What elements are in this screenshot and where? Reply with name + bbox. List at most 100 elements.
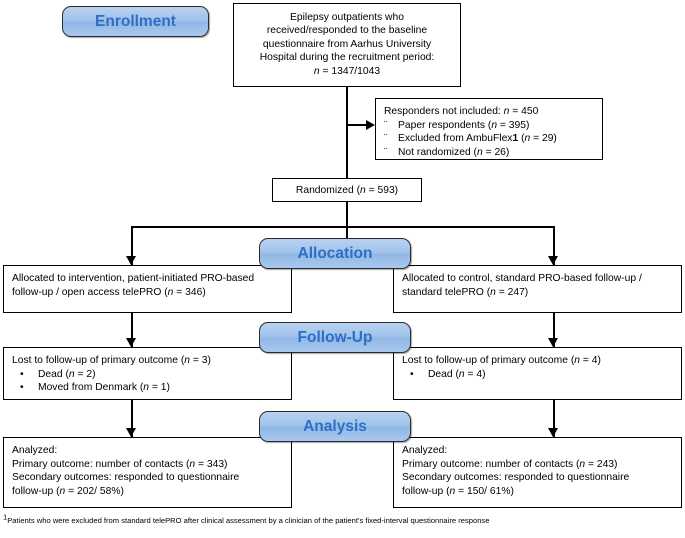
fu-left-item-1-n: n bbox=[143, 382, 150, 394]
source-line-4: Hospital during the recruitment period: bbox=[259, 52, 435, 64]
box-analysis-control: Analyzed: Primary outcome: number of con… bbox=[393, 437, 682, 508]
arrow-fu-left bbox=[126, 338, 136, 347]
alloc-right-value: = 247) bbox=[495, 286, 529, 298]
an-right-line-2-value: = 243) bbox=[585, 458, 618, 470]
excluded-heading-value: = 450 bbox=[509, 106, 539, 117]
list-item: • Dead (n = 4) bbox=[402, 368, 673, 382]
arrow-analysis-left bbox=[126, 428, 136, 437]
excluded-item-1-n: n bbox=[524, 133, 531, 145]
stage-banner-analysis-label: Analysis bbox=[303, 418, 367, 435]
bullet-marker-icon: ¨ bbox=[384, 119, 388, 131]
excluded-item-1-value: = 29) bbox=[530, 133, 557, 145]
excluded-item-1-superscript: 1 bbox=[512, 133, 519, 145]
stage-banner-followup: Follow-Up bbox=[259, 322, 411, 353]
excluded-item-1-mid: ( bbox=[518, 133, 525, 145]
list-item: • Dead (n = 2) bbox=[12, 368, 283, 382]
an-left-line-1: Analyzed: bbox=[12, 445, 58, 456]
connector-fu-to-analysis-left bbox=[131, 400, 133, 437]
excluded-item-0-label: Paper respondents ( bbox=[398, 119, 492, 131]
excluded-item-1-label: Excluded from AmbuFlex bbox=[398, 133, 513, 145]
connector-split-right-drop bbox=[553, 226, 555, 265]
an-left-line-4-value: = 202/ 58%) bbox=[65, 485, 124, 497]
list-item: ¨ Excluded from AmbuFlex1 (n = 29) bbox=[384, 132, 596, 146]
alloc-left-n: n bbox=[167, 286, 174, 298]
source-line-1: Epilepsy outpatients who bbox=[290, 12, 404, 23]
an-right-line-3: Secondary outcomes: responded to questio… bbox=[402, 472, 630, 484]
connector-split-left-drop bbox=[131, 226, 133, 265]
alloc-left-value: = 346) bbox=[173, 286, 206, 298]
an-left-line-3: Secondary outcomes: responded to questio… bbox=[12, 472, 240, 484]
connector-alloc-to-fu-left bbox=[131, 313, 133, 347]
an-right-line-4-n: n bbox=[449, 485, 456, 497]
randomized-n: n bbox=[360, 185, 366, 196]
an-left-line-2-value: = 343) bbox=[195, 458, 228, 470]
an-right-line-4: follow-up ( bbox=[402, 485, 450, 497]
randomized-value: = 593) bbox=[365, 185, 399, 196]
excluded-heading-text: Responders not included: bbox=[384, 106, 504, 117]
box-followup-intervention: Lost to follow-up of primary outcome (n … bbox=[3, 347, 292, 400]
arrow-alloc-left bbox=[126, 256, 136, 265]
alloc-left-line-2: follow-up / open access telePRO ( bbox=[12, 286, 168, 298]
list-item: ¨ Paper respondents (n = 395) bbox=[384, 119, 596, 133]
source-line-3: questionnaire from Aarhus University bbox=[262, 38, 432, 50]
an-left-line-4: follow-up ( bbox=[12, 485, 60, 497]
fu-left-item-0-n: n bbox=[68, 368, 75, 380]
fu-right-item-0-n: n bbox=[458, 368, 465, 380]
box-allocation-control: Allocated to control, standard PRO-based… bbox=[393, 265, 682, 313]
arrow-fu-right bbox=[548, 338, 558, 347]
excluded-item-0-value: = 395) bbox=[497, 119, 530, 131]
an-left-line-2-n: n bbox=[189, 458, 196, 470]
excluded-item-2-label: Not randomized ( bbox=[398, 146, 477, 158]
fu-right-item-0-value: = 4) bbox=[464, 368, 486, 380]
an-right-line-2: Primary outcome: number of contacts ( bbox=[402, 458, 580, 470]
fu-right-heading-n: n bbox=[574, 355, 580, 366]
alloc-right-line-1: Allocated to control, standard PRO-based… bbox=[402, 273, 642, 284]
alloc-right-line-2: standard telePRO ( bbox=[402, 286, 491, 298]
excluded-item-0-n: n bbox=[491, 119, 498, 131]
list-item: ¨ Not randomized (n = 26) bbox=[384, 146, 596, 160]
arrow-analysis-right bbox=[548, 428, 558, 437]
randomized-label: Randomized ( bbox=[295, 185, 361, 196]
fu-right-item-0-label: Dead ( bbox=[428, 368, 459, 380]
excluded-item-2-value: = 26) bbox=[482, 146, 510, 158]
excluded-item-2-n: n bbox=[476, 146, 483, 158]
excluded-heading-n: n bbox=[503, 106, 510, 117]
bullet-marker-icon: ¨ bbox=[384, 146, 388, 158]
connector-fu-to-analysis-right bbox=[553, 400, 555, 437]
source-n-symbol: n bbox=[313, 65, 320, 77]
bullet-dot-icon: • bbox=[410, 368, 414, 380]
fu-left-heading-n: n bbox=[184, 355, 190, 366]
connector-alloc-to-fu-right bbox=[553, 313, 555, 347]
an-right-line-4-value: = 150/ 61%) bbox=[455, 485, 514, 497]
connector-branch-to-excluded bbox=[346, 124, 368, 126]
footnote-marker: 1 bbox=[3, 512, 8, 522]
stage-banner-analysis: Analysis bbox=[259, 411, 411, 442]
footnote: 1Patients who were excluded from standar… bbox=[3, 513, 681, 526]
fu-left-item-1-value: = 1) bbox=[149, 382, 170, 394]
fu-left-heading-value: = 3) bbox=[190, 355, 211, 366]
stage-banner-allocation: Allocation bbox=[259, 238, 411, 269]
an-left-line-2: Primary outcome: number of contacts ( bbox=[12, 458, 190, 470]
stage-banner-enrollment-label: Enrollment bbox=[95, 13, 176, 30]
connector-randomized-down bbox=[346, 202, 348, 266]
stage-banner-enrollment: Enrollment bbox=[62, 6, 209, 37]
stage-banner-followup-label: Follow-Up bbox=[297, 329, 373, 346]
box-responders-not-included: Responders not included: n = 450 ¨ Paper … bbox=[375, 98, 603, 160]
bullet-marker-icon: ¨ bbox=[384, 133, 388, 145]
bullet-dot-icon: • bbox=[20, 368, 24, 380]
fu-left-item-0-value: = 2) bbox=[74, 368, 96, 380]
box-randomized: Randomized (n = 593) bbox=[272, 178, 422, 202]
box-enrollment-source: Epilepsy outpatients who received/respon… bbox=[233, 3, 461, 87]
source-line-2: received/responded to the baseline bbox=[266, 25, 428, 37]
fu-right-heading-value: = 4) bbox=[580, 355, 601, 366]
an-left-line-4-n: n bbox=[59, 485, 66, 497]
alloc-left-line-1: Allocated to intervention, patient-initi… bbox=[12, 273, 255, 284]
an-right-line-1: Analyzed: bbox=[402, 445, 448, 456]
alloc-right-n: n bbox=[490, 286, 496, 298]
fu-left-item-0-label: Dead ( bbox=[38, 368, 69, 380]
box-analysis-intervention: Analyzed: Primary outcome: number of con… bbox=[3, 437, 292, 508]
box-followup-control: Lost to follow-up of primary outcome (n … bbox=[393, 347, 682, 400]
fu-right-heading: Lost to follow-up of primary outcome ( bbox=[402, 355, 575, 366]
arrow-to-excluded bbox=[366, 120, 375, 130]
